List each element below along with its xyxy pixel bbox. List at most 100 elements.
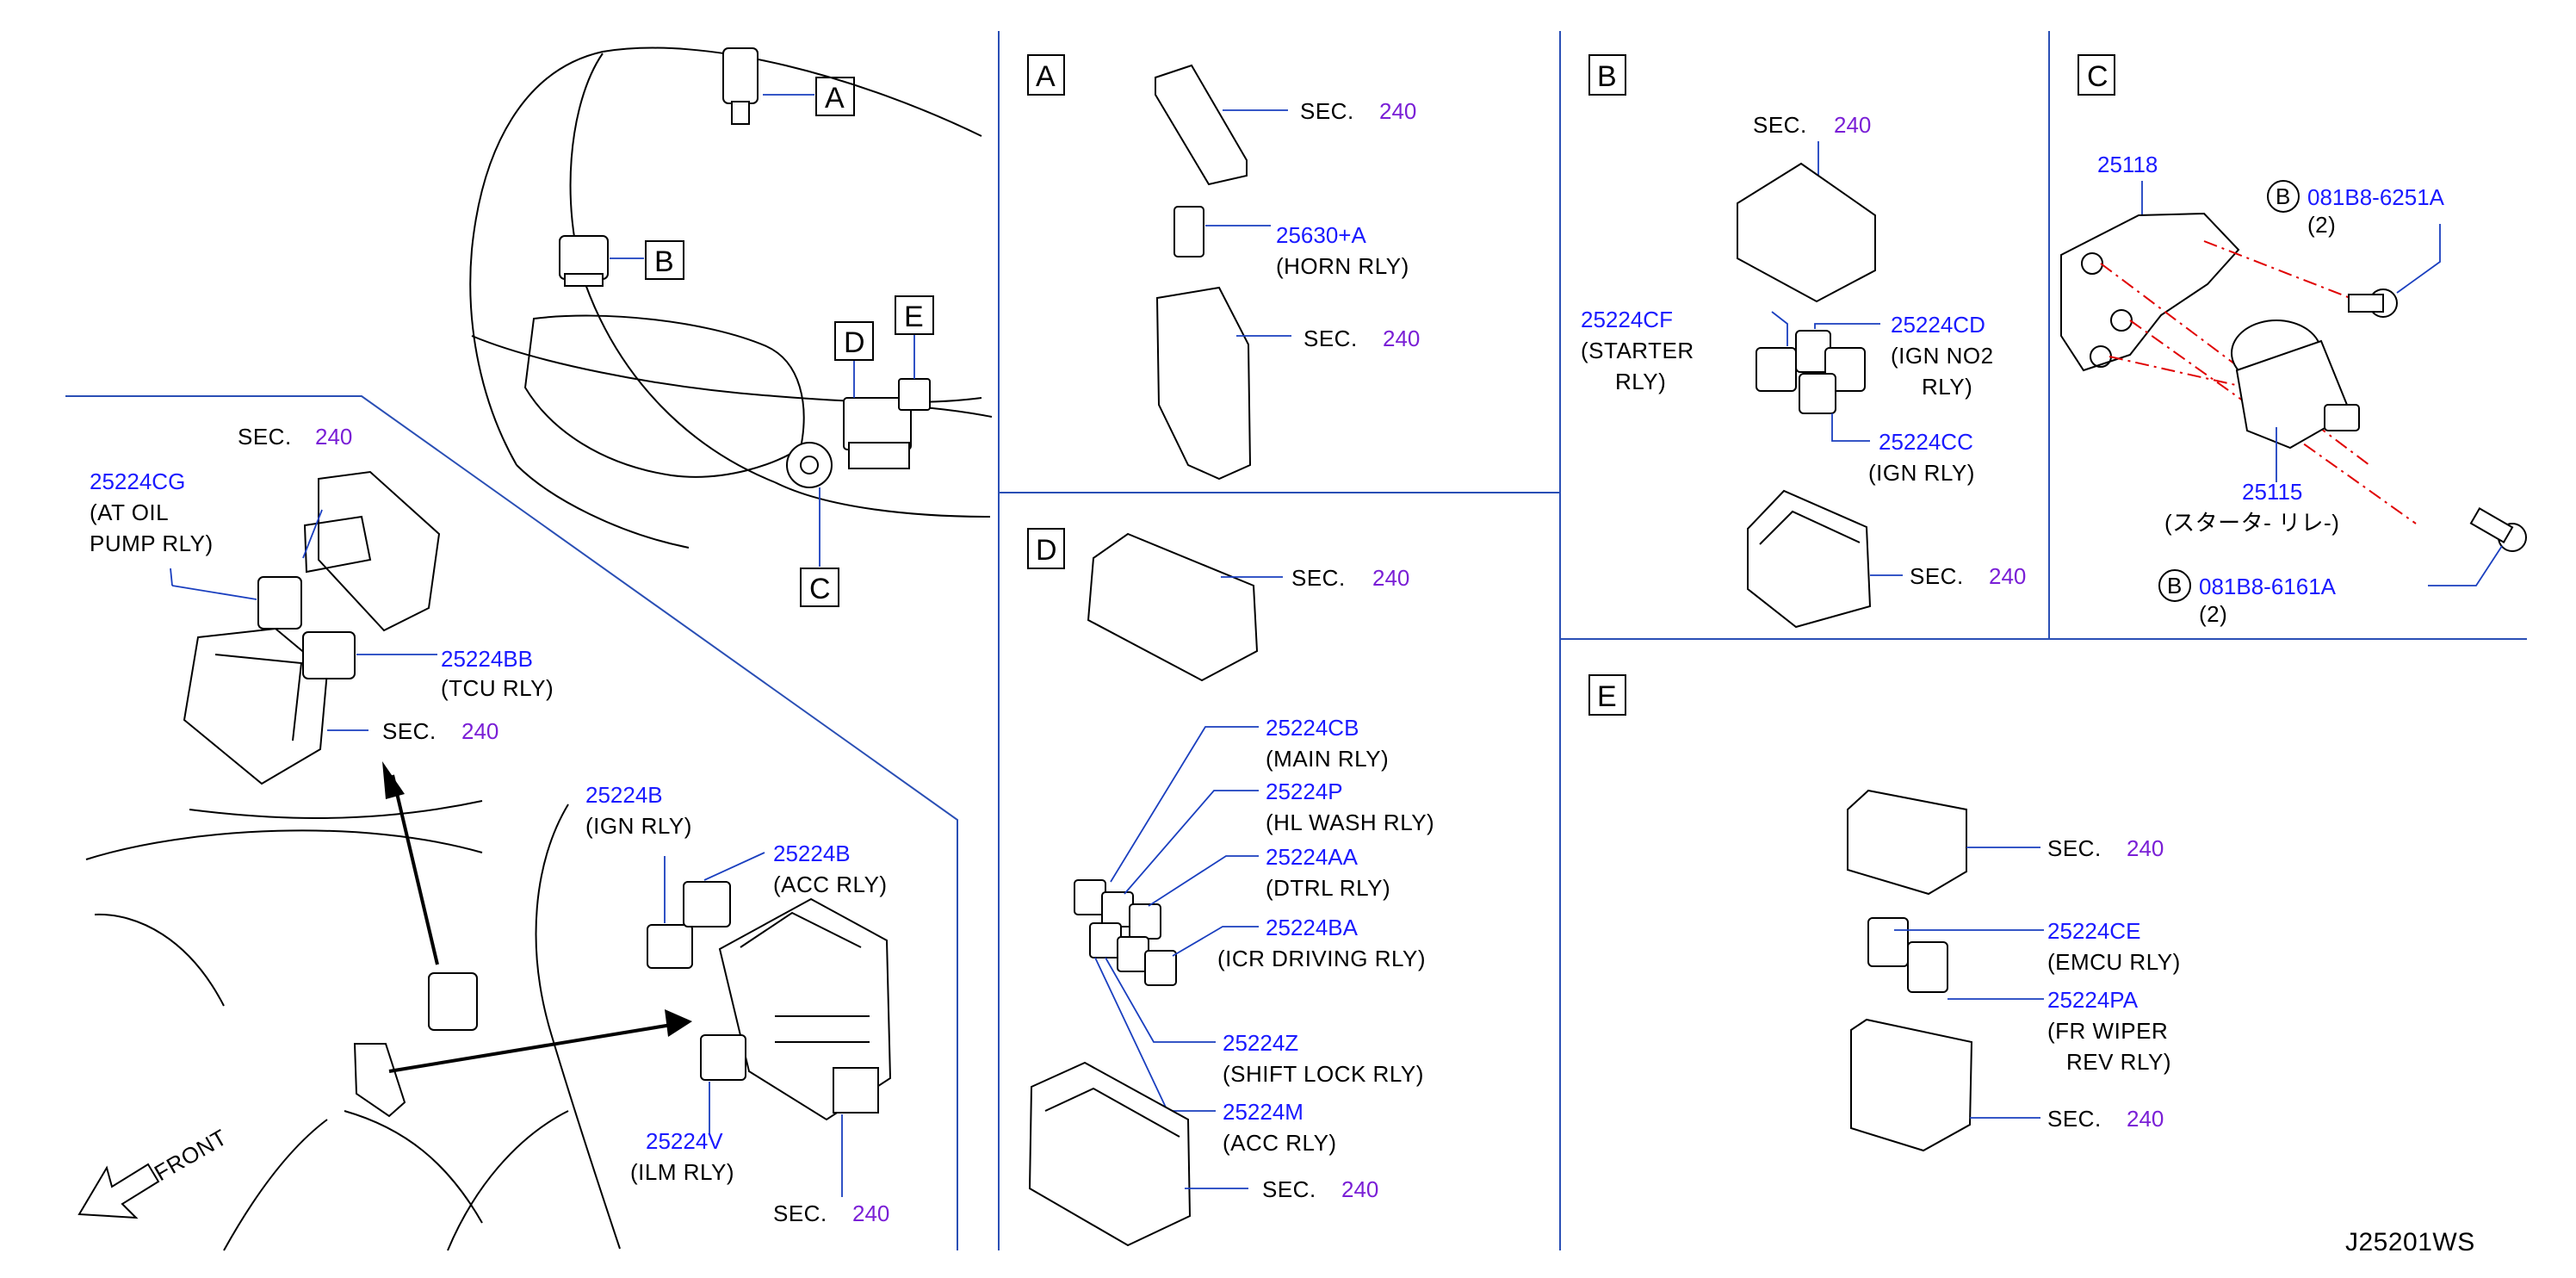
svg-text:25224V: 25224V bbox=[646, 1128, 723, 1154]
svg-text:SEC.: SEC. bbox=[1303, 326, 1358, 351]
diagram-code: J25201WS bbox=[2345, 1228, 2475, 1256]
label-25224cg: 25224CG (AT OIL PUMP RLY) bbox=[90, 468, 213, 556]
panel-a-letter-box bbox=[1027, 54, 1065, 96]
svg-text:25224CD: 25224CD bbox=[1891, 312, 1985, 338]
svg-text:(FR WIPER: (FR WIPER bbox=[2047, 1018, 2168, 1044]
acc-relay-b bbox=[683, 852, 765, 927]
front-label: FRONT bbox=[150, 1124, 232, 1186]
overview-component-d bbox=[843, 397, 912, 469]
svg-text:C: C bbox=[809, 573, 831, 605]
svg-text:25224B: 25224B bbox=[773, 841, 851, 866]
svg-text:(AT OIL: (AT OIL bbox=[90, 499, 169, 525]
svg-text:(HORN RLY): (HORN RLY) bbox=[1276, 253, 1409, 279]
callout-b[interactable]: B bbox=[610, 240, 684, 280]
label-sec-box: SEC. 240 bbox=[382, 718, 498, 744]
svg-text:A: A bbox=[1036, 60, 1056, 93]
svg-text:25630+A: 25630+A bbox=[1276, 222, 1366, 248]
svg-text:240: 240 bbox=[1341, 1176, 1378, 1202]
callout-c[interactable]: C bbox=[800, 487, 839, 607]
svg-text:240: 240 bbox=[461, 718, 498, 744]
svg-text:25224AA: 25224AA bbox=[1266, 844, 1359, 870]
panel-e: E SEC. 240 25224CE (EMCU RLY) 25224PA (F… bbox=[1588, 674, 2181, 1152]
overview-component-a bbox=[722, 47, 759, 125]
svg-text:240: 240 bbox=[1372, 565, 1409, 591]
at-oil-pump-relay bbox=[170, 568, 302, 630]
svg-text:25118: 25118 bbox=[2097, 152, 2158, 177]
svg-text:D: D bbox=[1036, 534, 1057, 567]
svg-text:25224CF: 25224CF bbox=[1581, 307, 1673, 332]
svg-text:SEC.: SEC. bbox=[1291, 565, 1346, 591]
starter-bracket bbox=[2060, 212, 2240, 372]
bolt-upper bbox=[2348, 288, 2398, 318]
svg-text:(DTRL RLY): (DTRL RLY) bbox=[1266, 875, 1390, 901]
label-25224b-acc: 25224B (ACC RLY) bbox=[773, 841, 887, 897]
arrow-right bbox=[388, 1023, 672, 1073]
svg-text:RLY): RLY) bbox=[1922, 374, 1972, 400]
svg-text:(SHIFT LOCK RLY): (SHIFT LOCK RLY) bbox=[1223, 1061, 1424, 1087]
panel-e-cover bbox=[1847, 789, 1967, 896]
svg-text:(STARTER: (STARTER bbox=[1581, 338, 1694, 363]
ref-b-upper: B bbox=[2267, 180, 2300, 213]
callout-d[interactable]: D bbox=[834, 321, 874, 398]
panel-d-leaders bbox=[1094, 726, 1259, 1112]
panel-a: A SEC. 240 25630+A (HORN RLY) SEC. 240 bbox=[1027, 54, 1420, 481]
svg-text:SEC.: SEC. bbox=[1753, 112, 1807, 138]
svg-text:(HL WASH RLY): (HL WASH RLY) bbox=[1266, 810, 1434, 835]
svg-text:(TCU RLY): (TCU RLY) bbox=[441, 675, 554, 701]
label-sec-at: SEC. 240 bbox=[238, 424, 352, 450]
svg-text:25224B: 25224B bbox=[585, 782, 663, 808]
svg-text:SEC.: SEC. bbox=[2047, 835, 2102, 861]
svg-text:25224BB: 25224BB bbox=[441, 646, 533, 672]
svg-text:081B8-6161A: 081B8-6161A bbox=[2199, 574, 2337, 599]
arrow-up bbox=[391, 774, 439, 965]
front-direction: FRONT bbox=[77, 1124, 232, 1219]
panel-d-cover bbox=[1087, 532, 1259, 682]
svg-text:240: 240 bbox=[2127, 1106, 2164, 1132]
svg-text:SEC.: SEC. bbox=[1300, 98, 1354, 124]
tcu-relay bbox=[302, 631, 437, 679]
svg-text:(ACC RLY): (ACC RLY) bbox=[1223, 1130, 1337, 1156]
callout-e[interactable]: E bbox=[895, 295, 934, 379]
svg-text:240: 240 bbox=[852, 1200, 889, 1226]
panel-d: D SEC. 240 25224CB (MAIN RLY) 25224P (HL… bbox=[1027, 528, 1434, 1247]
component-ecu-box bbox=[353, 972, 478, 1118]
svg-text:081B8-6251A: 081B8-6251A bbox=[2307, 184, 2445, 210]
ref-b-lower: B bbox=[2158, 569, 2191, 602]
svg-text:25224CB: 25224CB bbox=[1266, 715, 1359, 741]
svg-text:SEC.: SEC. bbox=[1910, 563, 1964, 589]
svg-text:25224PA: 25224PA bbox=[2047, 987, 2139, 1013]
svg-text:(IGN RLY): (IGN RLY) bbox=[1868, 460, 1975, 486]
svg-text:240: 240 bbox=[1834, 112, 1871, 138]
svg-text:(スタータ- リレ-): (スタータ- リレ-) bbox=[2164, 510, 2339, 536]
svg-text:D: D bbox=[844, 326, 865, 359]
overview-component-c bbox=[786, 442, 833, 488]
svg-text:25224CG: 25224CG bbox=[90, 468, 185, 494]
svg-text:25224P: 25224P bbox=[1266, 779, 1343, 804]
fr-wiper-relay bbox=[1907, 941, 1948, 993]
svg-text:C: C bbox=[2087, 60, 2108, 93]
callout-a[interactable]: A bbox=[763, 77, 855, 116]
svg-text:240: 240 bbox=[1383, 326, 1420, 351]
svg-text:25224BA: 25224BA bbox=[1266, 915, 1359, 940]
svg-text:SEC.: SEC. bbox=[1262, 1176, 1316, 1202]
svg-text:SEC.: SEC. bbox=[773, 1200, 827, 1226]
label-sec-ipdm: SEC. 240 bbox=[773, 1200, 889, 1226]
svg-text:25115: 25115 bbox=[2242, 479, 2302, 505]
svg-text:A: A bbox=[825, 82, 845, 115]
panel-a-base bbox=[1155, 286, 1252, 481]
overview-component-e bbox=[898, 378, 931, 411]
svg-text:240: 240 bbox=[1989, 563, 2026, 589]
overview-component-b bbox=[559, 235, 609, 287]
starter-relay bbox=[2231, 320, 2360, 450]
svg-text:B: B bbox=[2276, 183, 2291, 209]
horn-relay bbox=[1173, 206, 1204, 257]
svg-text:(MAIN RLY): (MAIN RLY) bbox=[1266, 746, 1389, 772]
svg-text:240: 240 bbox=[315, 424, 352, 450]
svg-text:25224M: 25224M bbox=[1223, 1099, 1303, 1125]
svg-text:25224Z: 25224Z bbox=[1223, 1030, 1298, 1056]
svg-text:REV RLY): REV RLY) bbox=[2066, 1049, 2171, 1075]
panel-c-letter-box bbox=[2078, 54, 2115, 96]
svg-text:(EMCU RLY): (EMCU RLY) bbox=[2047, 949, 2181, 975]
panel-c: C 25118 25115 (スタータ- リレ-) B 081B8-6251A … bbox=[2060, 54, 2527, 627]
